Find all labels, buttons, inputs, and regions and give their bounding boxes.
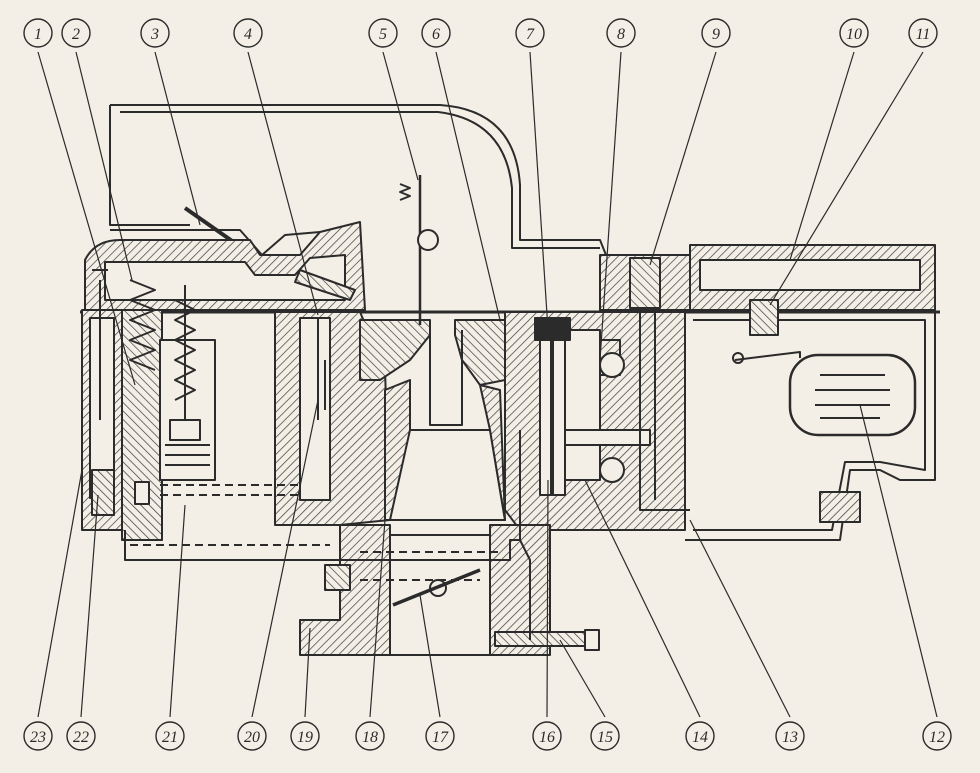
callout-label: 17 xyxy=(432,729,449,746)
callout-circle xyxy=(66,721,96,751)
drain-plug xyxy=(819,491,861,523)
venturi xyxy=(359,319,506,521)
callout-label: 23 xyxy=(30,729,46,746)
callout-label: 20 xyxy=(244,729,260,746)
callout-circle xyxy=(237,721,267,751)
callouts-top: 1 2 3 4 5 6 7 8 9 10 11 xyxy=(23,18,938,48)
float-lever xyxy=(734,351,801,361)
callout-circle xyxy=(425,721,455,751)
callout-circle xyxy=(290,721,320,751)
callout-circle xyxy=(908,18,938,48)
callout-circle xyxy=(23,721,53,751)
accelerator-pump xyxy=(81,269,520,581)
throttle-body xyxy=(299,524,600,656)
callout-label: 7 xyxy=(526,26,535,43)
callout-label: 15 xyxy=(597,729,613,746)
callout-label: 22 xyxy=(73,729,89,746)
callout-label: 18 xyxy=(362,729,378,746)
callout-label: 12 xyxy=(929,729,945,746)
callout-circle xyxy=(590,721,620,751)
callout-label: 19 xyxy=(297,729,313,746)
air-intake-duct xyxy=(109,104,611,266)
emulsion-tube xyxy=(294,175,690,640)
callout-circle xyxy=(922,721,952,751)
callout-label: 6 xyxy=(432,26,440,43)
callout-label: 5 xyxy=(379,26,387,43)
throttle-valve xyxy=(392,568,481,607)
callout-label: 21 xyxy=(162,729,178,746)
callout-label: 16 xyxy=(539,729,555,746)
callout-label: 10 xyxy=(846,26,862,43)
float xyxy=(788,353,917,437)
callout-circle xyxy=(140,18,170,48)
callout-label: 9 xyxy=(712,26,720,43)
callout-label: 14 xyxy=(692,729,708,746)
callout-label: 4 xyxy=(244,26,252,43)
idle-screw xyxy=(494,631,591,647)
callout-circle xyxy=(61,18,91,48)
callout-circle xyxy=(606,18,636,48)
callout-circle xyxy=(355,721,385,751)
callout-circle xyxy=(701,18,731,48)
callout-label: 11 xyxy=(916,26,931,43)
callout-circle xyxy=(532,721,562,751)
callout-circle xyxy=(233,18,263,48)
callout-label: 13 xyxy=(782,729,798,746)
upper-cover xyxy=(84,221,936,311)
callout-label: 2 xyxy=(72,26,80,43)
callout-label: 1 xyxy=(34,26,42,43)
leader-lines xyxy=(37,51,938,718)
float-chamber xyxy=(685,299,936,541)
callouts-bottom: 23 22 21 20 19 18 17 16 15 14 13 12 xyxy=(23,721,952,751)
callout-label: 3 xyxy=(150,26,159,43)
callout-circle xyxy=(368,18,398,48)
callout-circle xyxy=(839,18,869,48)
callout-circle xyxy=(775,721,805,751)
callout-circle xyxy=(515,18,545,48)
callout-circle xyxy=(421,18,451,48)
callout-circle xyxy=(685,721,715,751)
callout-label: 8 xyxy=(617,26,625,43)
needle-valve xyxy=(749,299,779,336)
callout-circle xyxy=(155,721,185,751)
callout-circle xyxy=(23,18,53,48)
